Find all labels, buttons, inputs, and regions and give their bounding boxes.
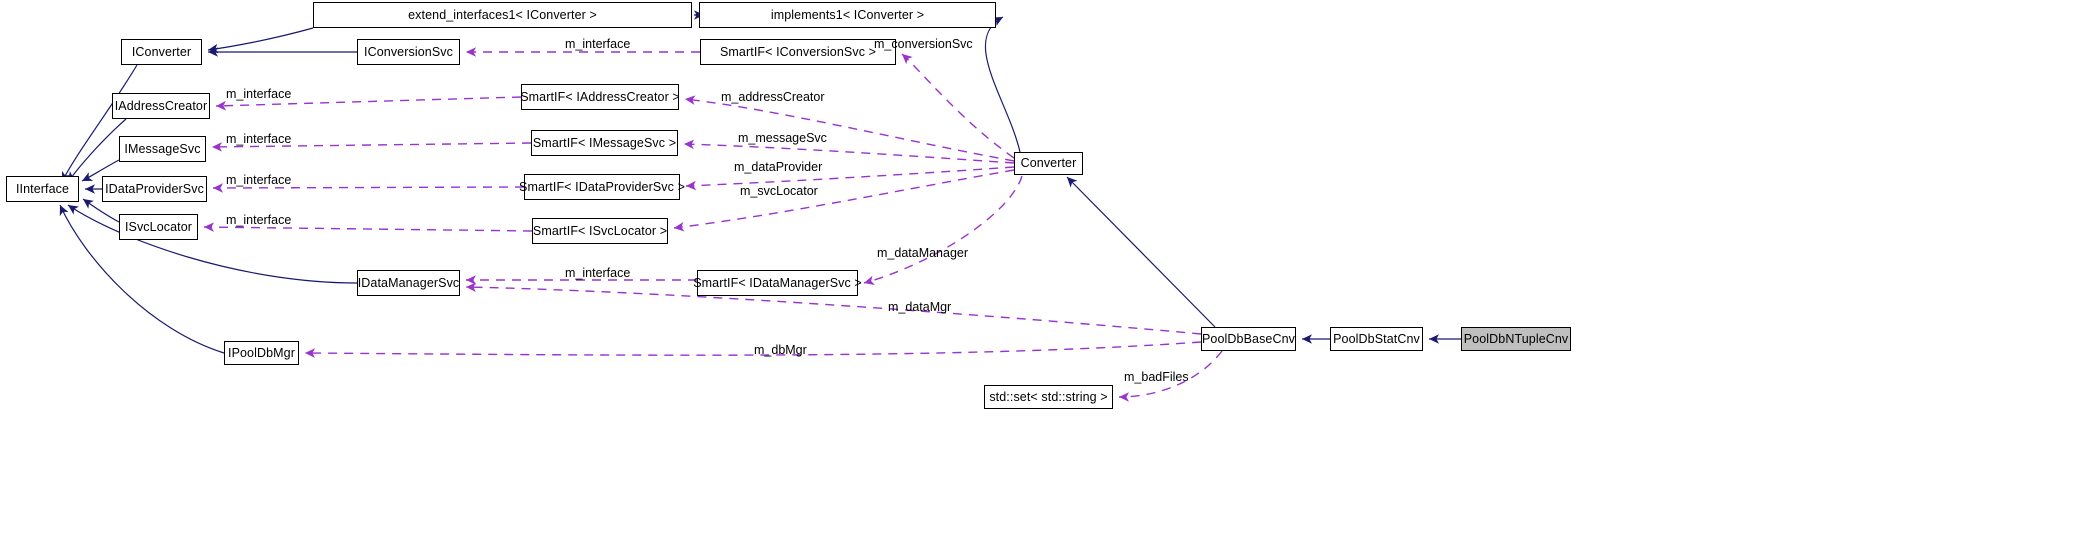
edge-pooldbbasecnv-to-stdset <box>1118 350 1223 402</box>
edge-smartif-idataprovidersvc-to-idataprovidersvc <box>212 183 525 193</box>
class-node-extend_interfaces1[interactable]: extend_interfaces1< IConverter > <box>313 2 692 28</box>
class-node-label: IMessageSvc <box>124 141 201 156</box>
class-node-SmartIF_IAddressCreator[interactable]: SmartIF< IAddressCreator > <box>520 84 680 110</box>
class-node-label: implements1< IConverter > <box>770 7 925 22</box>
class-node-label: IConverter <box>131 44 192 59</box>
class-node-implements1[interactable]: implements1< IConverter > <box>699 2 996 28</box>
class-node-std_set_string[interactable]: std::set< std::string > <box>984 385 1113 409</box>
edge-label-lbl-m_interface-addr: m_interface <box>226 87 292 101</box>
edge-converter-to-smartif-iconversionsvc <box>901 53 1015 159</box>
edge-pooldbbasecnv-to-converter <box>1066 176 1216 328</box>
class-node-label: Converter <box>1020 156 1077 171</box>
class-node-SmartIF_ISvcLocator[interactable]: SmartIF< ISvcLocator > <box>532 218 668 244</box>
class-node-label: SmartIF< IDataProviderSvc > <box>519 179 685 194</box>
class-node-label: SmartIF< ISvcLocator > <box>532 223 668 238</box>
edge-label-lbl-m_dataProvider: m_dataProvider <box>734 160 823 174</box>
edge-label-lbl-m_dataManager: m_dataManager <box>877 246 969 260</box>
edge-smartif-iaddresscreator-to-iaddresscreator <box>215 96 522 111</box>
edge-idatamanagersvc-to-iinterface <box>67 204 358 284</box>
edge-label-lbl-m_svcLocator: m_svcLocator <box>740 184 818 198</box>
edge-converter-to-smartif-imessagesvc <box>683 139 1015 164</box>
class-node-label: SmartIF< IAddressCreator > <box>520 89 680 104</box>
class-node-SmartIF_IConversionSvc[interactable]: SmartIF< IConversionSvc > <box>700 39 896 65</box>
class-node-SmartIF_IDataManagerSvc[interactable]: SmartIF< IDataManagerSvc > <box>693 270 862 296</box>
class-node-label: extend_interfaces1< IConverter > <box>408 7 597 22</box>
class-node-label: IConversionSvc <box>364 44 453 59</box>
class-node-label: IAddressCreator <box>114 98 208 113</box>
class-node-IDataManagerSvc[interactable]: IDataManagerSvc <box>357 270 460 296</box>
class-node-SmartIF_IDataProviderSvc[interactable]: SmartIF< IDataProviderSvc > <box>519 174 685 200</box>
class-node-IInterface[interactable]: IInterface <box>6 176 79 202</box>
edge-extend-to-iconverter <box>207 27 314 54</box>
edge-iconverter-to-iinterface <box>61 64 138 183</box>
edge-label-lbl-m_addressCreator: m_addressCreator <box>721 90 825 104</box>
class-node-label: SmartIF< IMessageSvc > <box>532 135 677 150</box>
class-node-IConverter[interactable]: IConverter <box>121 39 202 65</box>
usage-edges <box>203 47 1223 402</box>
class-node-Converter[interactable]: Converter <box>1014 152 1083 175</box>
edge-ipooldbmgr-to-iinterface <box>59 204 225 354</box>
class-node-label: IPoolDbMgr <box>228 345 295 360</box>
class-node-label: IDataManagerSvc <box>357 275 460 290</box>
edge-smartif-imessagesvc-to-imessagesvc <box>211 142 532 152</box>
edge-converter-to-smartif-isvclocator <box>673 169 1015 232</box>
class-node-PoolDbStatCnv[interactable]: PoolDbStatCnv <box>1330 327 1423 351</box>
edge-label-lbl-m_interface-dmgr: m_interface <box>565 266 631 280</box>
edge-label-lbl-m_dataMgr: m_dataMgr <box>888 300 952 314</box>
class-node-label: PoolDbNTupleCnv <box>1463 331 1569 346</box>
edge-pooldbbasecnv-to-ipooldbmgr <box>304 341 1202 358</box>
class-node-label: ISvcLocator <box>124 219 193 234</box>
class-node-ISvcLocator[interactable]: ISvcLocator <box>119 214 198 240</box>
class-node-IDataProviderSvc[interactable]: IDataProviderSvc <box>102 176 207 202</box>
edge-label-lbl-m_interface-dps: m_interface <box>226 173 292 187</box>
class-node-label: PoolDbStatCnv <box>1333 331 1420 346</box>
class-node-label: IDataProviderSvc <box>105 181 204 196</box>
class-node-label: IInterface <box>15 181 70 196</box>
class-node-SmartIF_IMessageSvc[interactable]: SmartIF< IMessageSvc > <box>531 130 678 156</box>
edge-converter-to-smartif-idataprovidersvc <box>685 166 1015 191</box>
edge-isvclocator-to-iinterface <box>82 198 120 223</box>
class-node-IAddressCreator[interactable]: IAddressCreator <box>112 93 210 119</box>
edge-converter-to-smartif-iaddresscreator <box>684 95 1015 162</box>
edge-pooldbbasecnv-to-idatamanagersvc <box>465 282 1202 335</box>
class-node-label: PoolDbBaseCnv <box>1201 331 1296 346</box>
class-node-label: SmartIF< IConversionSvc > <box>719 44 877 59</box>
class-node-label: SmartIF< IDataManagerSvc > <box>693 275 862 290</box>
class-node-IMessageSvc[interactable]: IMessageSvc <box>119 136 206 162</box>
edge-label-lbl-m_messageSvc: m_messageSvc <box>738 131 827 145</box>
class-node-label: std::set< std::string > <box>989 389 1108 404</box>
class-node-IPoolDbMgr[interactable]: IPoolDbMgr <box>224 341 299 365</box>
edge-imessagesvc-to-iinterface <box>81 159 120 182</box>
edge-label-lbl-m_interface-msg: m_interface <box>226 132 292 146</box>
edge-label-lbl-m_dbMgr: m_dbMgr <box>754 343 807 357</box>
edge-label-lbl-m_interface-conv: m_interface <box>565 37 631 51</box>
edge-converter-to-smartif-idatamanagersvc <box>863 175 1023 285</box>
edge-label-lbl-m_badFiles: m_badFiles <box>1124 370 1189 384</box>
class-node-PoolDbBaseCnv[interactable]: PoolDbBaseCnv <box>1201 327 1296 351</box>
edge-label-lbl-m_conversionSvc: m_conversionSvc <box>874 37 973 51</box>
edge-converter-to-implements1 <box>984 16 1021 153</box>
inheritance-edges <box>59 10 1461 354</box>
edge-smartif-isvclocator-to-isvclocator <box>203 222 533 232</box>
class-node-PoolDbNTupleCnv[interactable]: PoolDbNTupleCnv <box>1461 327 1571 351</box>
class-node-IConversionSvc[interactable]: IConversionSvc <box>357 39 460 65</box>
edge-label-lbl-m_interface-svcloc: m_interface <box>226 213 292 227</box>
